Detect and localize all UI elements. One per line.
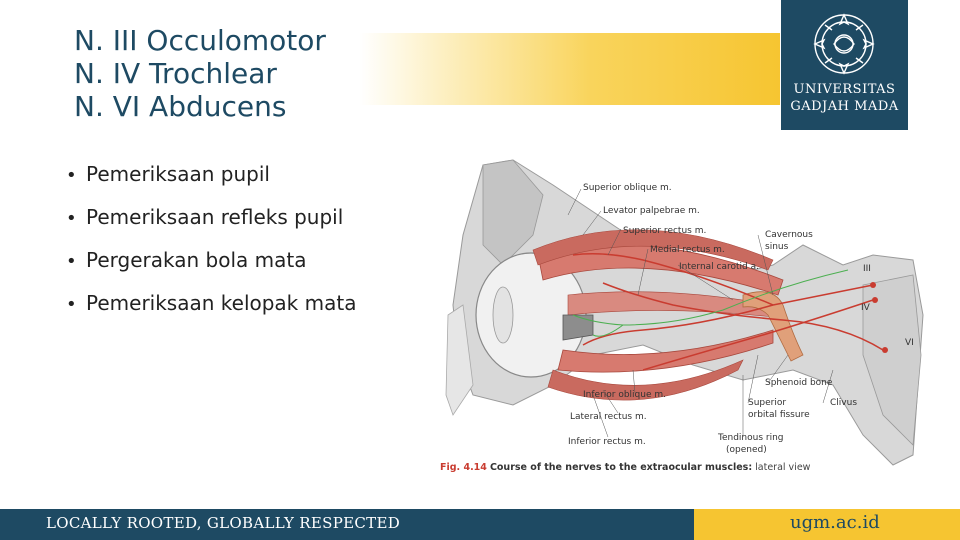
label-nerve-iv: IV bbox=[861, 303, 871, 313]
university-logo: UNIVERSITAS GADJAH MADA bbox=[781, 0, 908, 130]
label-superior-orbital-2: orbital fissure bbox=[748, 410, 810, 420]
label-nerve-vi: VI bbox=[905, 338, 914, 348]
label-tendinous-ring-1: Tendinous ring bbox=[717, 433, 784, 443]
label-tendinous-ring-2: (opened) bbox=[726, 445, 767, 455]
title-line-3: N. VI Abducens bbox=[74, 90, 287, 123]
label-medial-rectus: Medial rectus m. bbox=[650, 245, 725, 255]
label-sphenoid-bone: Sphenoid bone bbox=[765, 378, 833, 388]
label-lateral-rectus: Lateral rectus m. bbox=[570, 412, 647, 422]
label-superior-orbital-1: Superior bbox=[748, 398, 786, 408]
label-internal-carotid: Internal carotid a. bbox=[679, 262, 759, 272]
label-inferior-rectus: Inferior rectus m. bbox=[568, 437, 646, 447]
label-levator-palpebrae: Levator palpebrae m. bbox=[603, 206, 700, 216]
footer-url: ugm.ac.id bbox=[790, 512, 880, 533]
caption-figure-number: Fig. 4.14 bbox=[440, 462, 487, 473]
logo-text-line2: GADJAH MADA bbox=[790, 99, 899, 114]
anatomy-figure: Superior oblique m. Levator palpebrae m.… bbox=[445, 159, 924, 466]
bullet-item: Pemeriksaan pupil bbox=[66, 158, 356, 201]
label-superior-rectus: Superior rectus m. bbox=[623, 226, 706, 236]
label-inferior-oblique: Inferior oblique m. bbox=[583, 390, 666, 400]
label-nerve-iii: III bbox=[863, 264, 871, 274]
bullet-item: Pemeriksaan kelopak mata bbox=[66, 287, 356, 330]
footer-url-bar: ugm.ac.id bbox=[694, 509, 960, 540]
bullet-list: Pemeriksaan pupil Pemeriksaan refleks pu… bbox=[66, 158, 356, 330]
footer-slogan-bar: LOCALLY ROOTED, GLOBALLY RESPECTED bbox=[0, 509, 694, 540]
caption-title: Course of the nerves to the extraocular … bbox=[489, 462, 753, 473]
bullet-item: Pemeriksaan refleks pupil bbox=[66, 201, 356, 244]
title-line-2: N. IV Trochlear bbox=[74, 57, 277, 90]
label-cavernous-sinus-1: Cavernous bbox=[765, 230, 813, 240]
title-accent-bar bbox=[360, 33, 780, 105]
label-clivus: Clivus bbox=[830, 398, 857, 408]
bullet-item: Pergerakan bola mata bbox=[66, 244, 356, 287]
slide-title: N. III Occulomotor N. IV Trochlear N. VI… bbox=[74, 24, 326, 123]
caption-rest: lateral view bbox=[752, 462, 811, 473]
label-superior-oblique: Superior oblique m. bbox=[583, 183, 672, 193]
logo-text-line1: UNIVERSITAS bbox=[793, 82, 896, 97]
title-line-1: N. III Occulomotor bbox=[74, 24, 326, 57]
label-cavernous-sinus-2: sinus bbox=[765, 242, 789, 252]
figure-caption: Fig. 4.14 Course of the nerves to the ex… bbox=[440, 462, 810, 473]
footer-slogan: LOCALLY ROOTED, GLOBALLY RESPECTED bbox=[46, 514, 401, 532]
ugm-emblem-icon bbox=[813, 13, 875, 75]
